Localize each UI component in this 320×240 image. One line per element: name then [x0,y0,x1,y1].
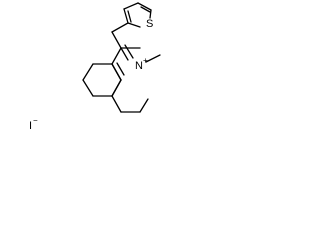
nitrogen-atom-label: N [135,60,143,72]
iodide-label: I [29,120,32,132]
iminium-double-bond [120,44,134,61]
sulfur-atom-label: S [146,18,153,30]
thiophene-ring [123,2,152,28]
iodide-charge: − [33,116,38,125]
nitrogen-charge: + [143,56,148,65]
pyridinium-ring [111,47,149,113]
ring-fusion-double-bond [111,62,125,81]
n-methyl-bond [145,54,161,63]
chemical-structure: N + S I − [29,2,161,132]
methylene-linker [111,22,129,49]
